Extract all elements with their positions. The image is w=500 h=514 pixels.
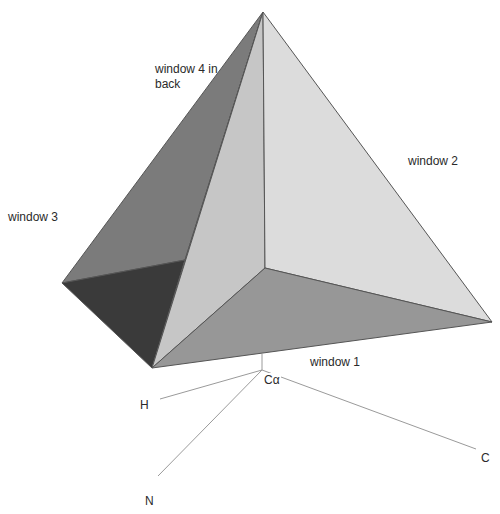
axis-line [158,370,262,476]
window-1-face [152,268,492,368]
axis-line [262,354,263,370]
axis-line [160,370,262,399]
face-label: window 1 [310,355,360,370]
face-label: window 3 [8,210,58,225]
face-label: window 2 [408,154,458,169]
atom-label: N [145,494,154,509]
axis-line [262,370,476,449]
atom-label: H [140,398,149,413]
atom-label: C [481,451,490,466]
face-label: window 4 in back [155,62,225,92]
atom-label: Cα [263,373,281,388]
